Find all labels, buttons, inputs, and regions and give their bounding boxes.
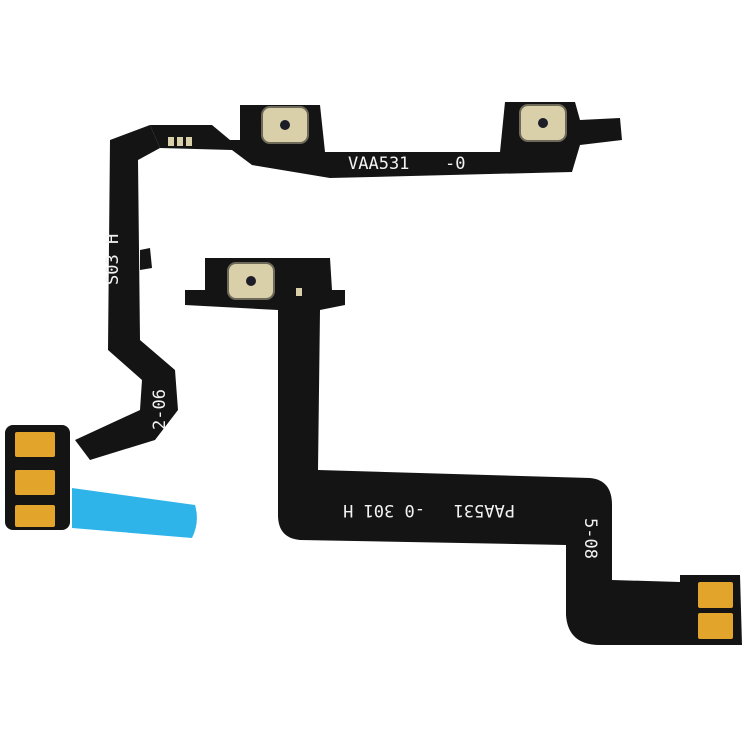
volume-flex-cable: VAA531 -0 S03 H 2-06 bbox=[5, 102, 622, 538]
part-label: VAA531 bbox=[348, 154, 409, 174]
smd-component bbox=[186, 137, 192, 146]
gold-contact-pad bbox=[15, 470, 55, 495]
power-flex-cable: PAA531 -0 301 H 5-08 bbox=[185, 258, 742, 645]
blue-adhesive-tab bbox=[72, 488, 197, 538]
gold-contact-pad bbox=[15, 505, 55, 527]
gold-contact-pad bbox=[698, 582, 733, 608]
smd-component bbox=[296, 288, 302, 296]
side-code-label: 5-08 bbox=[580, 518, 600, 559]
revision-label: -0 bbox=[445, 154, 465, 174]
smd-component bbox=[177, 137, 183, 146]
side-code-label: 2-06 bbox=[150, 389, 170, 430]
smd-component bbox=[168, 137, 174, 146]
side-code-label: S03 H bbox=[103, 234, 123, 285]
gold-contact-pad bbox=[15, 432, 55, 457]
part-label: PAA531 bbox=[454, 500, 515, 520]
revision-label: -0 301 H bbox=[343, 500, 425, 520]
gold-contact-pad bbox=[698, 613, 733, 639]
